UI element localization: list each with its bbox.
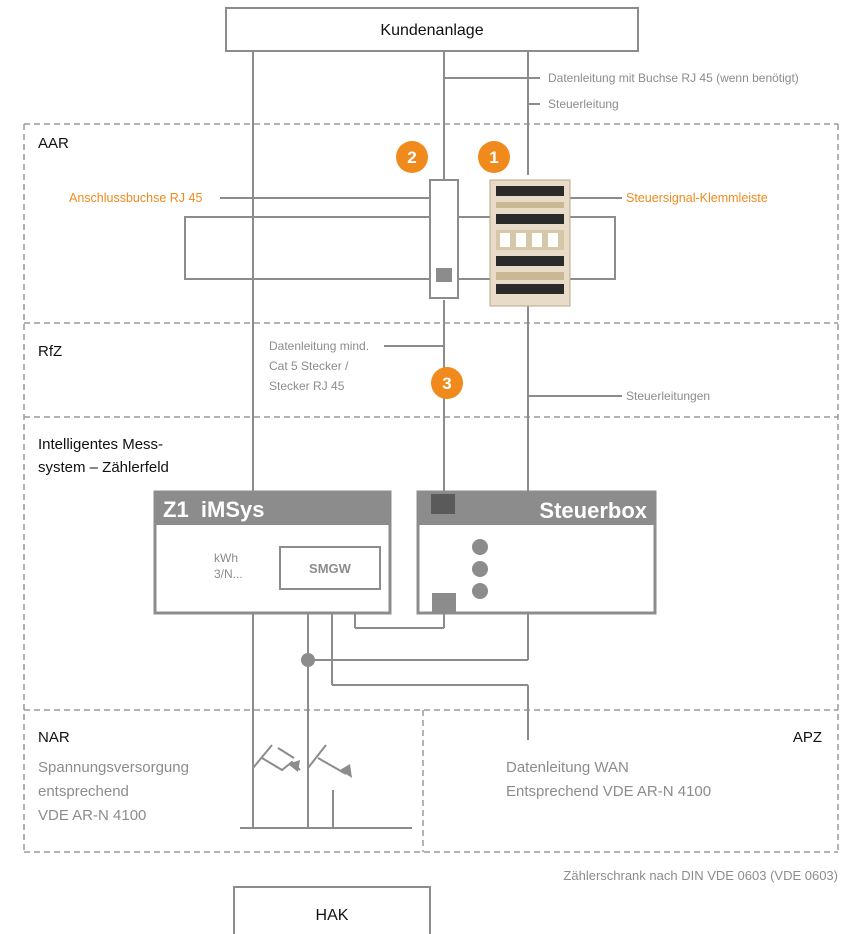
rj45-port (436, 268, 452, 282)
led-3 (472, 583, 488, 599)
zone-rfz: RfZ (38, 343, 62, 360)
meter-header (155, 492, 390, 525)
switch-arrow-1 (288, 760, 300, 772)
data-line-label: Datenleitung mit Buchse RJ 45 (wenn benö… (548, 71, 799, 85)
power-supply-2: entsprechend (38, 783, 129, 800)
badge-3: 3 (431, 367, 463, 399)
switch-symbols (261, 747, 347, 775)
wan-line-1: Datenleitung WAN (506, 759, 629, 776)
callout-terminal-strip: Steuersignal-Klemmleiste (626, 191, 768, 205)
smgw-box (279, 546, 381, 590)
callout-data-min-2: Cat 5 Stecker / (269, 359, 349, 373)
smgw-label: SMGW (309, 561, 352, 576)
terminal-strip (489, 179, 571, 307)
zone-borders (23, 123, 839, 853)
control-box-port-top (431, 494, 455, 514)
power-supply-1: Spannungsversorgung (38, 759, 189, 776)
zone-meter-field-1: Intelligentes Mess- (38, 436, 163, 453)
callout-data-min-1: Datenleitung mind. (269, 339, 369, 353)
control-box-title: Steuerbox (539, 498, 647, 523)
zone-apz: APZ (793, 729, 822, 746)
svg-text:1: 1 (489, 148, 498, 167)
switch-arrow-2 (340, 764, 352, 778)
hak-box (233, 886, 431, 934)
power-supply-3: VDE AR-N 4100 (38, 807, 146, 824)
zone-meter-field-2: system – Zählerfeld (38, 459, 169, 476)
svg-text:3: 3 (442, 374, 451, 393)
control-line-label: Steuerleitung (548, 97, 619, 111)
meter-unit-kwh: kWh (214, 551, 238, 565)
cabinet-note: Zählerschrank nach DIN VDE 0603 (VDE 060… (563, 868, 838, 883)
control-box-port-bottom (432, 593, 456, 613)
callout-control-lines: Steuerleitungen (626, 389, 710, 403)
wires (184, 51, 622, 829)
wan-line-2: Entsprechend VDE AR-N 4100 (506, 783, 711, 800)
zone-aar: AAR (38, 135, 69, 152)
meter-unit-phase: 3/N... (214, 567, 243, 581)
customer-system-label: Kundenanlage (380, 22, 483, 39)
callout-rj45-socket: Anschlussbuchse RJ 45 (69, 191, 202, 205)
hak-label: HAK (316, 907, 349, 924)
junction-dot (301, 653, 315, 667)
control-box-header (418, 492, 655, 525)
callout-data-min-3: Stecker RJ 45 (269, 379, 345, 393)
svg-text:2: 2 (407, 148, 416, 167)
zone-nar: NAR (38, 729, 70, 746)
meter-title: Z1 iMSys (163, 497, 264, 522)
led-1 (472, 539, 488, 555)
customer-system-box (225, 7, 639, 52)
badge-1: 1 (478, 141, 510, 173)
led-2 (472, 561, 488, 577)
badge-2: 2 (396, 141, 428, 173)
